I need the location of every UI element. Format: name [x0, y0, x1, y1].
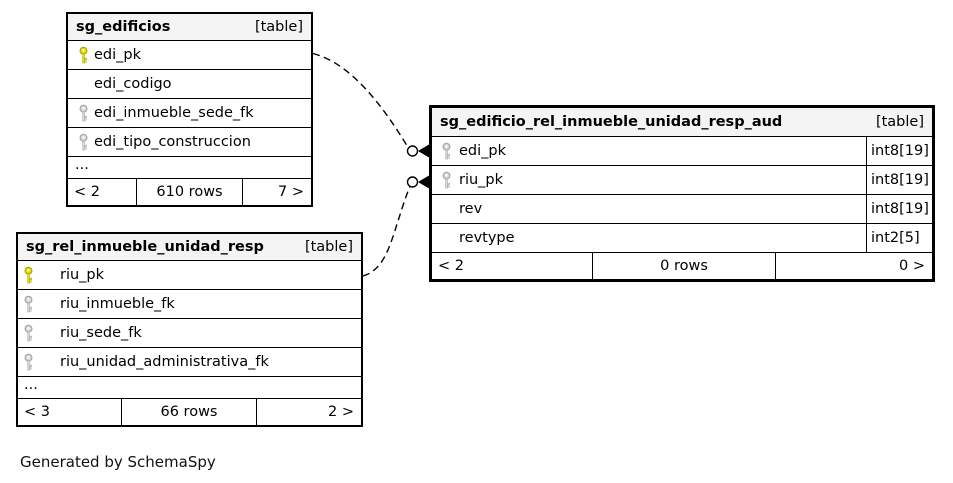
- column-row-edi-tipo-construccion: edi_tipo_construccion: [68, 128, 311, 157]
- table-footer: < 2 0 rows 0 >: [432, 253, 932, 279]
- table-type-badge: [table]: [875, 114, 924, 130]
- hidden-columns-ellipsis: ...: [68, 157, 311, 179]
- table-node-sg-edificio-rel-inmueble-unidad-resp-aud[interactable]: sg_edificio_rel_inmueble_unidad_resp_aud…: [429, 105, 935, 282]
- ellipsis-text: ...: [75, 156, 89, 173]
- table-name: sg_edificio_rel_inmueble_unidad_resp_aud: [440, 114, 783, 130]
- column-type: int8[19]: [866, 195, 932, 223]
- column-name: edi_pk: [459, 143, 507, 159]
- footer-row-count: 610 rows: [136, 179, 243, 205]
- column-row-edi-pk: edi_pk: [68, 41, 311, 70]
- column-type: int8[19]: [866, 137, 932, 165]
- foreign-key-icon: [78, 104, 89, 122]
- footer-left-count: < 3: [24, 404, 50, 420]
- footer-right-count: 0 >: [899, 258, 925, 274]
- foreign-key-icon: [23, 295, 34, 313]
- column-row-rev: rev int8[19]: [432, 195, 932, 224]
- primary-key-icon: [78, 46, 89, 64]
- crow-foot-icon: [418, 175, 429, 189]
- foreign-key-icon: [441, 142, 452, 160]
- foreign-key-icon: [23, 353, 34, 371]
- column-type: int2[5]: [866, 224, 932, 252]
- crow-foot-icon: [418, 144, 429, 158]
- table-type-badge: [table]: [254, 19, 303, 35]
- edge-rel-inmueble-to-aud: [362, 185, 411, 277]
- foreign-key-icon: [441, 171, 452, 189]
- column-name: edi_inmueble_sede_fk: [94, 105, 254, 121]
- foreign-key-icon: [78, 133, 89, 151]
- column-name: edi_codigo: [94, 76, 172, 92]
- table-type-badge: [table]: [304, 239, 353, 255]
- footer-row-count: 0 rows: [592, 253, 776, 279]
- table-header: sg_rel_inmueble_unidad_resp [table]: [18, 234, 361, 261]
- table-header: sg_edificio_rel_inmueble_unidad_resp_aud…: [432, 108, 932, 137]
- table-footer: < 3 66 rows 2 >: [18, 399, 361, 425]
- column-row-riu-inmueble-fk: riu_inmueble_fk: [18, 290, 361, 319]
- column-row-edi-codigo: edi_codigo: [68, 70, 311, 99]
- footer-right-count: 2 >: [328, 404, 354, 420]
- footer-row-count: 66 rows: [121, 399, 257, 425]
- table-name: sg_rel_inmueble_unidad_resp: [26, 239, 264, 255]
- column-row-edi-inmueble-sede-fk: edi_inmueble_sede_fk: [68, 99, 311, 128]
- footer-left-count: < 2: [74, 184, 100, 200]
- column-name: riu_inmueble_fk: [60, 296, 175, 312]
- column-name: edi_pk: [94, 47, 142, 63]
- ellipsis-text: ...: [24, 376, 38, 393]
- footer-left-count: < 2: [438, 258, 464, 274]
- column-name: riu_sede_fk: [60, 325, 142, 341]
- column-type: int8[19]: [866, 166, 932, 194]
- foreign-key-icon: [23, 324, 34, 342]
- table-node-sg-edificios[interactable]: sg_edificios [table] edi_pk edi_codigo: [66, 12, 313, 207]
- column-name: riu_unidad_administrativa_fk: [60, 354, 269, 370]
- generated-by-note: Generated by SchemaSpy: [20, 453, 216, 471]
- edge-edificios-to-aud: [312, 52, 410, 150]
- footer-right-count: 7 >: [278, 184, 304, 200]
- column-row-riu-unidad-administrativa-fk: riu_unidad_administrativa_fk: [18, 348, 361, 377]
- column-row-riu-pk: riu_pk int8[19]: [432, 166, 932, 195]
- primary-key-icon: [23, 266, 34, 284]
- table-footer: < 2 610 rows 7 >: [68, 179, 311, 205]
- hidden-columns-ellipsis: ...: [18, 377, 361, 399]
- column-row-revtype: revtype int2[5]: [432, 224, 932, 253]
- zero-cardinality-circle-icon: [406, 176, 419, 188]
- column-name: rev: [459, 201, 483, 217]
- column-name: revtype: [459, 230, 515, 246]
- table-name: sg_edificios: [76, 19, 171, 35]
- column-row-edi-pk: edi_pk int8[19]: [432, 137, 932, 166]
- column-name: riu_pk: [459, 172, 504, 188]
- column-row-riu-sede-fk: riu_sede_fk: [18, 319, 361, 348]
- column-name: edi_tipo_construccion: [94, 134, 251, 150]
- column-row-riu-pk: riu_pk: [18, 261, 361, 290]
- column-name: riu_pk: [60, 267, 105, 283]
- table-header: sg_edificios [table]: [68, 14, 311, 41]
- table-node-sg-rel-inmueble-unidad-resp[interactable]: sg_rel_inmueble_unidad_resp [table] riu_…: [16, 232, 363, 427]
- zero-cardinality-circle-icon: [406, 145, 419, 157]
